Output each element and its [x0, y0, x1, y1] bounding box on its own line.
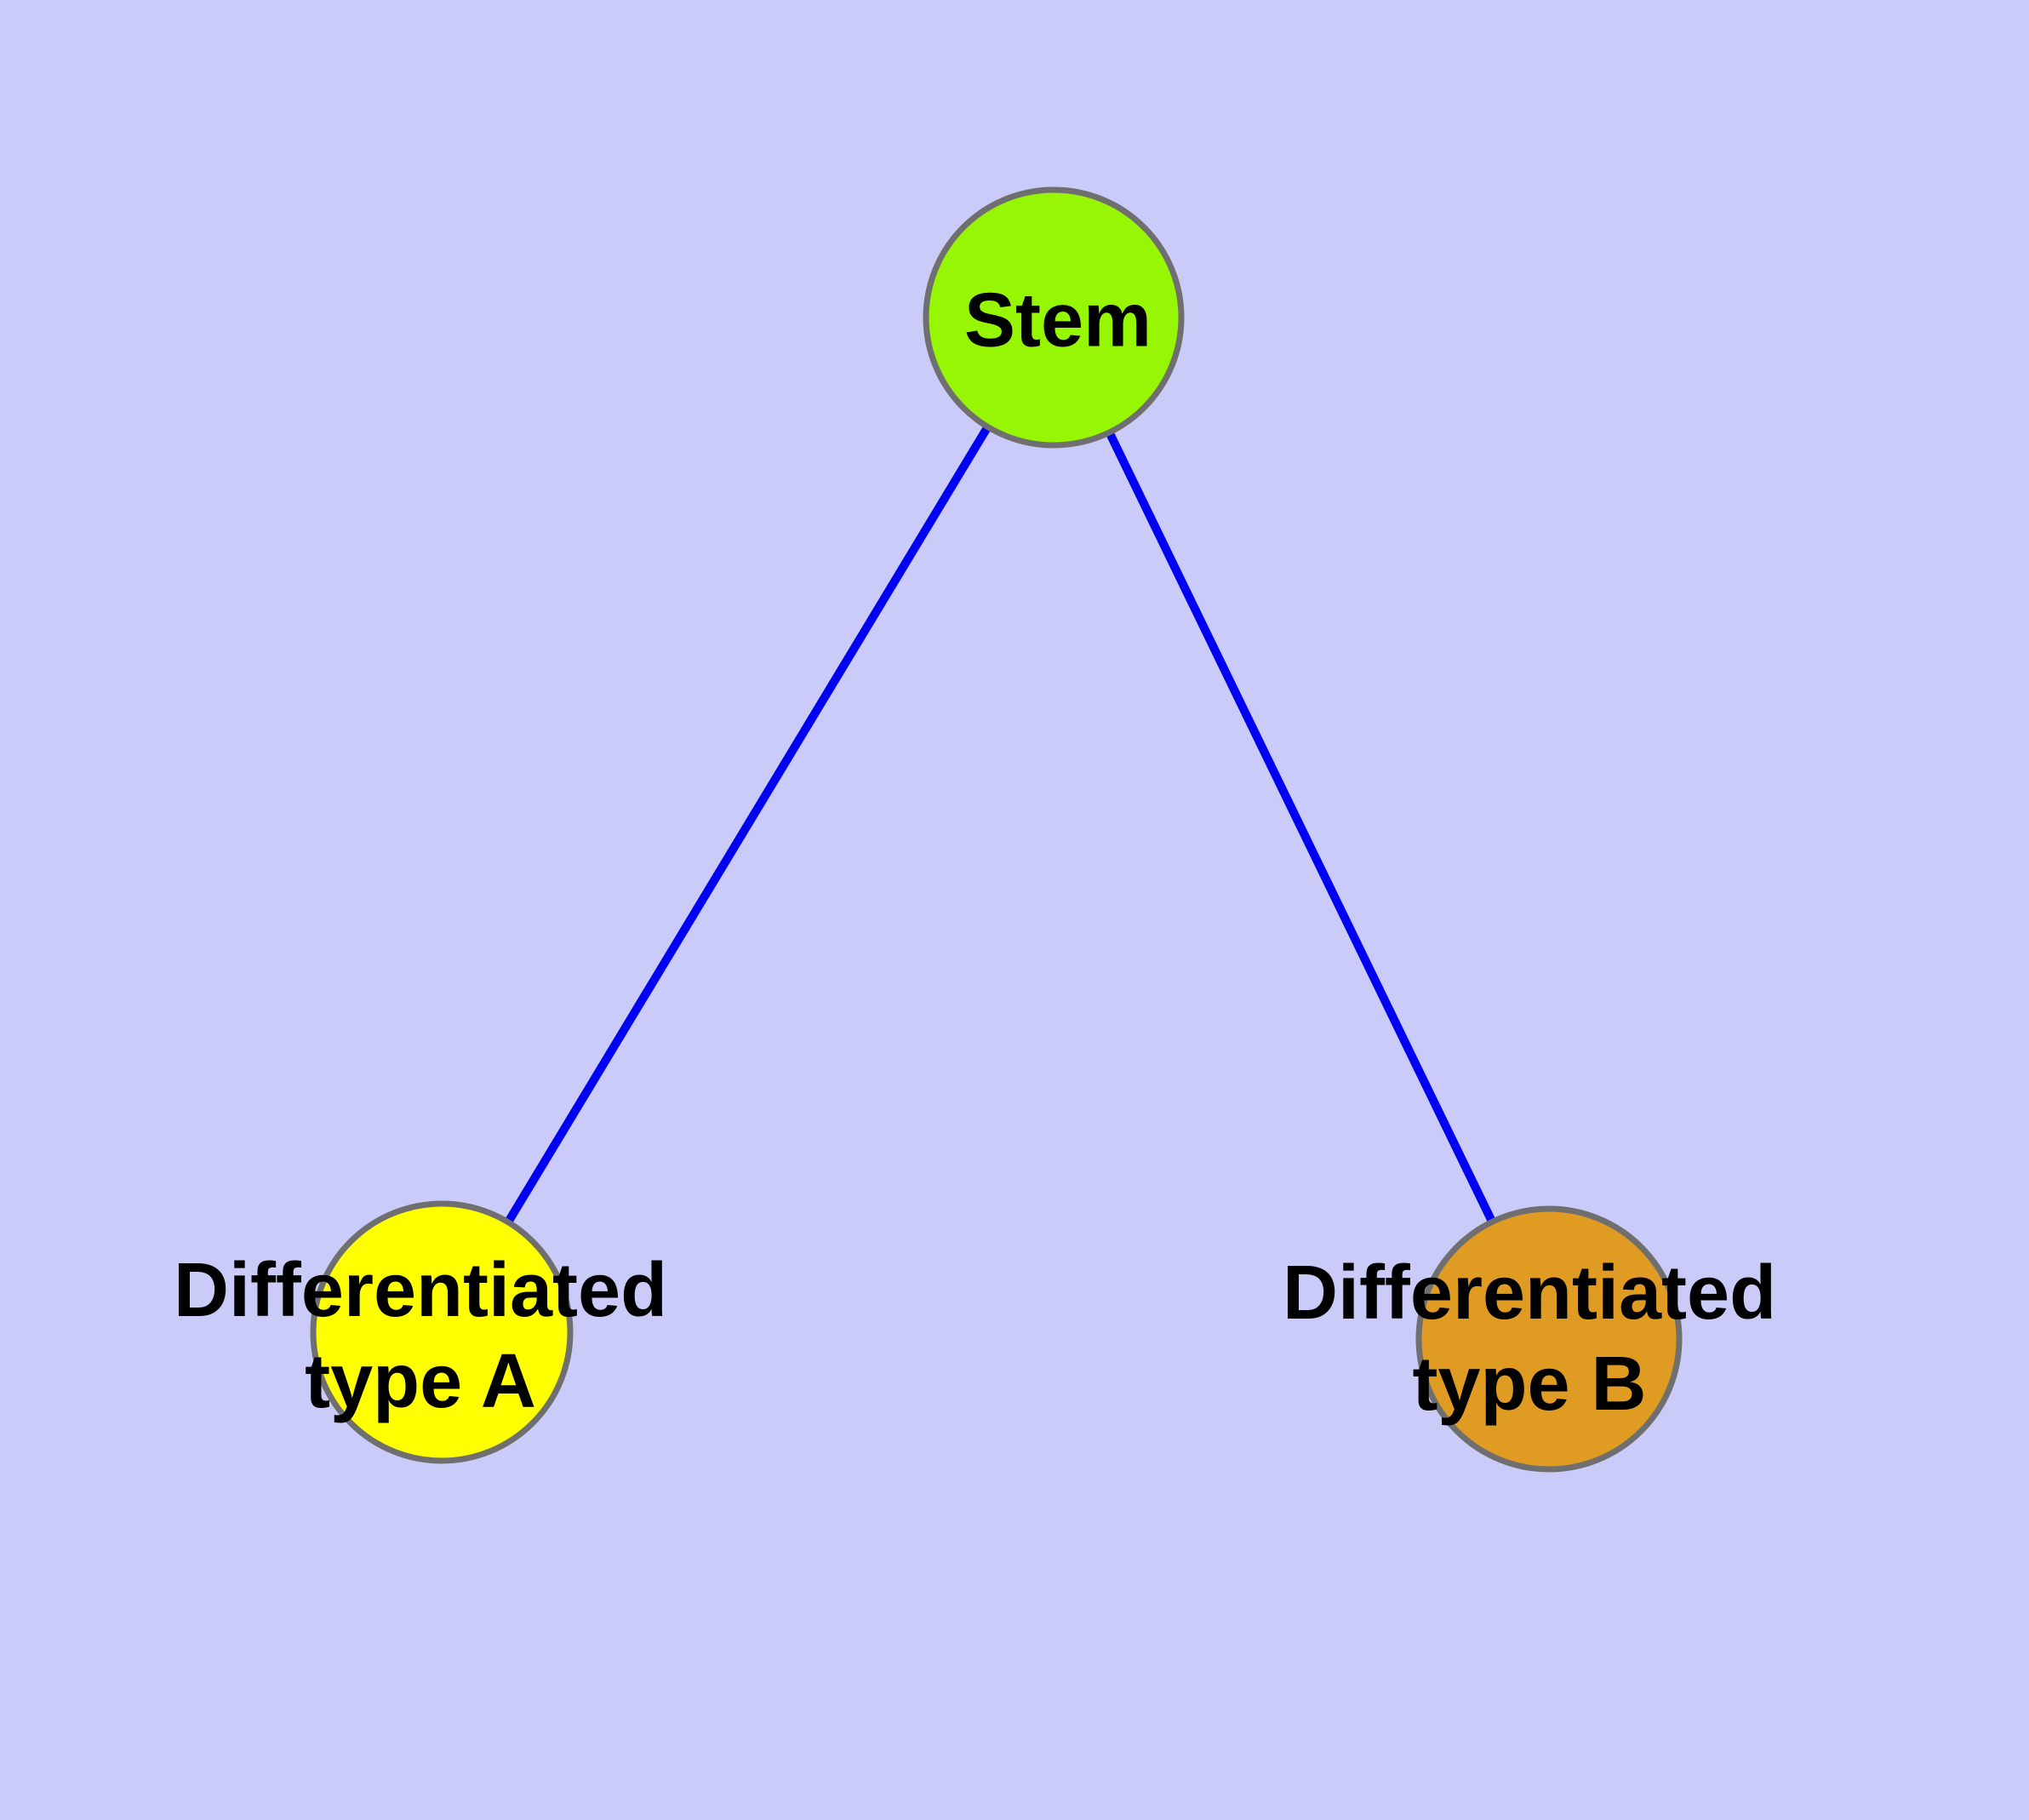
node-label-type-b-line1: Differentiated	[1282, 1251, 1777, 1336]
node-label-type-a: Differentiated type A	[174, 1245, 667, 1428]
node-label-type-a-line1: Differentiated	[173, 1248, 668, 1333]
node-label-type-b: Differentiated type B	[1283, 1248, 1776, 1430]
edge-stem-to-type-a	[437, 315, 1058, 1335]
node-type-b-circle	[1415, 1205, 1683, 1473]
node-label-type-b-line2: type B	[1412, 1342, 1647, 1427]
node-label-type-a-line2: type A	[305, 1339, 536, 1424]
edge-stem-to-type-b	[1049, 315, 1553, 1342]
node-type-a-circle	[310, 1200, 574, 1464]
node-label-stem: Stem	[964, 276, 1152, 367]
node-stem-circle	[923, 186, 1185, 449]
node-label-stem-line1: Stem	[963, 278, 1152, 363]
